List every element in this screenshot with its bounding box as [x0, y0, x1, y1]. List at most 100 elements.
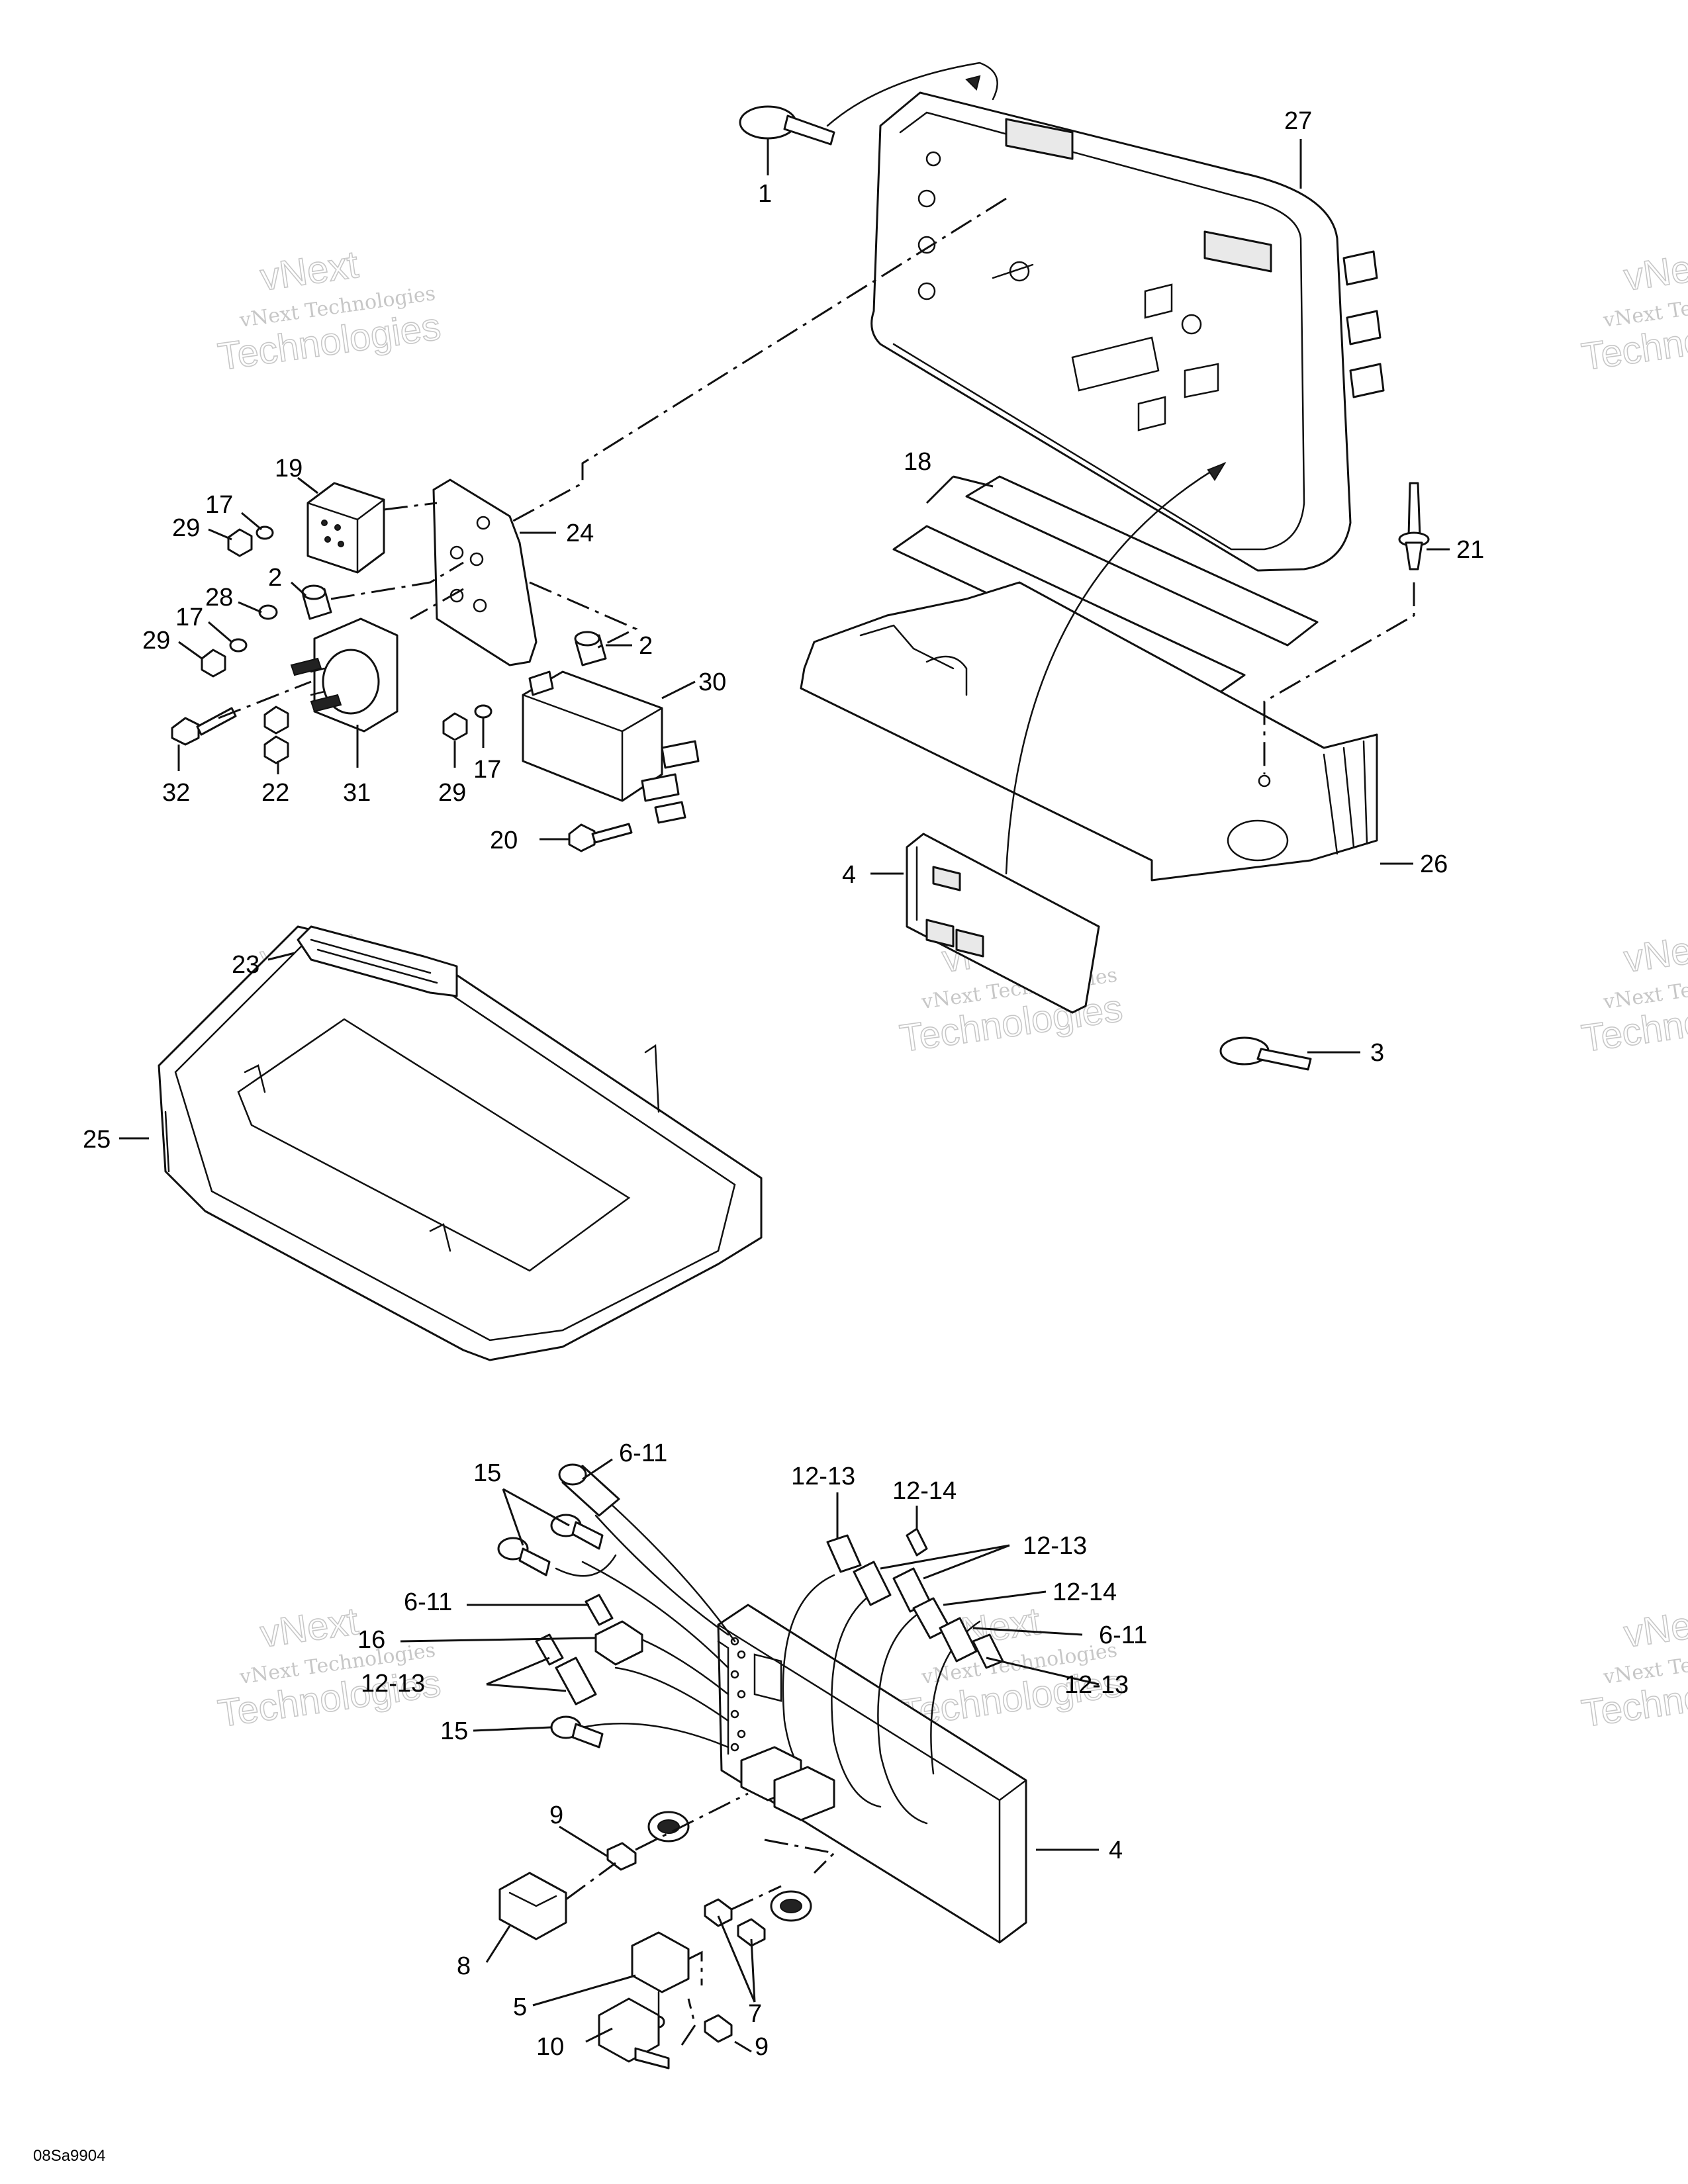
callout-32: 32	[162, 779, 190, 807]
callout-29-b: 29	[142, 627, 170, 655]
callout-6-11-c: 6-11	[1099, 1621, 1147, 1649]
callout-4-a: 4	[842, 861, 856, 889]
part-29-nut-b	[201, 649, 226, 678]
part-29-nut-a	[227, 528, 253, 557]
callout-30: 30	[698, 668, 726, 696]
part-22-nut-a	[263, 705, 289, 735]
grommet-b	[770, 1890, 812, 1922]
callout-31: 31	[343, 779, 371, 807]
callout-22: 22	[261, 779, 289, 807]
part-4-board-upper	[906, 833, 1100, 1014]
part-31-solenoid	[290, 617, 399, 733]
watermark-vnext: vNext	[1621, 925, 1688, 981]
part-22-nut-b	[263, 735, 289, 764]
callout-8: 8	[457, 1952, 471, 1980]
callout-1: 1	[758, 180, 772, 208]
part-1-cable-tie	[739, 62, 998, 146]
callout-3: 3	[1370, 1039, 1384, 1067]
watermark-vnext: vNext	[258, 1600, 361, 1656]
part-7-fuses	[704, 1898, 766, 1947]
terminal-15-a	[497, 1514, 604, 1576]
callout-18: 18	[904, 448, 931, 476]
callout-12-14-b: 12-14	[1053, 1578, 1117, 1606]
callout-12-13-a: 12-13	[791, 1463, 855, 1490]
callout-2-a: 2	[268, 564, 282, 592]
callout-12-13-c: 12-13	[361, 1670, 425, 1698]
callout-12-13-d: 12-13	[1064, 1671, 1129, 1699]
callout-15-a: 15	[473, 1459, 501, 1487]
part-9-fuse-b	[704, 2014, 733, 2043]
terminal-12-14-a	[906, 1527, 928, 1557]
part-28-washer	[258, 604, 278, 620]
watermark-vnext: vNext	[1621, 243, 1688, 299]
terminal-6-11-c	[939, 1617, 978, 1662]
part-4-module-lower	[717, 1604, 1027, 1944]
callout-7: 7	[748, 2000, 762, 2028]
callout-23: 23	[232, 951, 259, 979]
part-3-cable-tie	[1219, 1036, 1312, 1071]
callout-12-14-a: 12-14	[892, 1477, 957, 1505]
callout-9-a: 9	[549, 1801, 563, 1829]
part-19-block	[306, 482, 385, 574]
terminal-12-13-c	[535, 1633, 597, 1706]
part-30-relay	[522, 670, 700, 824]
connector-16	[594, 1620, 643, 1666]
callout-17-b: 17	[175, 604, 203, 631]
terminal-12-13-a	[826, 1534, 862, 1573]
part-20-bolt	[568, 823, 633, 852]
callout-29-a: 29	[172, 514, 200, 542]
part-23-seal	[297, 925, 458, 997]
watermark: vNext vNext Technologies Technologies	[1578, 924, 1688, 1061]
watermark: vNext vNext Technologies Technologies	[214, 242, 444, 379]
part-24-bracket	[432, 478, 538, 666]
part-29-nut-c	[442, 712, 468, 741]
terminal-12-13-b	[853, 1561, 931, 1613]
callout-19: 19	[275, 455, 303, 482]
terminal-6-11-b	[585, 1594, 614, 1626]
terminal-15-b	[550, 1715, 604, 1749]
callout-28: 28	[205, 584, 233, 612]
leader-lines	[119, 139, 1450, 2053]
callout-21: 21	[1456, 536, 1484, 564]
callout-17-a: 17	[205, 491, 233, 519]
callout-17-c: 17	[473, 756, 501, 784]
watermark: vNext vNext Technologies Technologies	[1578, 242, 1688, 379]
callout-5: 5	[513, 1993, 527, 2021]
callout-labels: 1 27 18 19 17 29 24 2 28 17 29 2 30 21 3…	[83, 107, 1484, 2061]
callout-15-b: 15	[440, 1717, 468, 1745]
callout-25: 25	[83, 1126, 111, 1154]
terminal-6-11-a	[558, 1463, 620, 1517]
callout-29-c: 29	[438, 779, 466, 807]
part-17-washer-c	[474, 704, 492, 719]
drawing-code: 08Sa9904	[33, 2147, 105, 2165]
callout-10: 10	[536, 2033, 564, 2061]
callout-9-b: 9	[755, 2033, 769, 2061]
watermark-vnext: vNext	[1621, 1600, 1688, 1656]
callout-2-b: 2	[639, 632, 653, 660]
watermark: vNext vNext Technologies Technologies	[1578, 1599, 1688, 1736]
part-21-rivet	[1398, 482, 1430, 570]
part-8-holder	[498, 1872, 567, 1940]
callout-27: 27	[1284, 107, 1312, 135]
callout-26: 26	[1420, 850, 1448, 878]
callout-24: 24	[566, 520, 594, 547]
assembly-lines-lower	[565, 1792, 837, 2046]
module-connectors	[740, 1746, 835, 1821]
callout-6-11-a: 6-11	[619, 1439, 667, 1467]
callout-20: 20	[490, 827, 518, 854]
grommet-a	[647, 1811, 690, 1843]
part-17-washer-b	[229, 638, 248, 653]
part-2-spacer-b	[574, 631, 607, 666]
callout-4-b: 4	[1109, 1837, 1123, 1864]
part-2-spacer-a	[301, 584, 332, 620]
part-27-housing	[870, 91, 1385, 572]
callout-16: 16	[357, 1626, 385, 1654]
part-32-bolt	[171, 707, 237, 746]
part-26-base	[800, 581, 1378, 882]
watermark-vnext: vNext	[258, 243, 361, 299]
callout-6-11-b: 6-11	[404, 1588, 452, 1616]
assembly-lines-upper	[218, 75, 1415, 875]
part-25-tray	[158, 925, 763, 1361]
part-10-holder	[598, 1997, 670, 2070]
